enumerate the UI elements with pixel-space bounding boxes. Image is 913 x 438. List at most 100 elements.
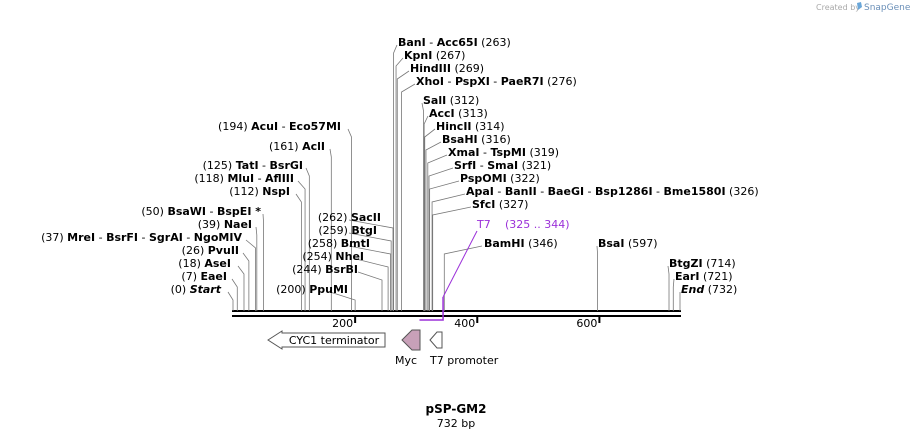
enzyme-label-btgZI[interactable]: BtgZI (714) xyxy=(669,257,736,270)
enzyme-label-aclI[interactable]: (161) AclI xyxy=(269,140,325,153)
cut-line-bsaWI xyxy=(262,213,264,311)
enzyme-label-banI[interactable]: BanI - Acc65I (263) xyxy=(398,36,511,49)
t7-primer-bar[interactable] xyxy=(419,297,444,321)
enzyme-label-part: HincII xyxy=(436,120,472,133)
enzyme-label-part: SmaI xyxy=(487,159,518,172)
enzyme-label-part: AccI xyxy=(429,107,455,120)
cut-line-xhoI xyxy=(401,83,416,311)
enzyme-label-part: BmtI xyxy=(341,237,370,250)
t7-primer-leader xyxy=(442,230,478,298)
enzyme-label-part: (721) xyxy=(699,270,732,283)
ruler-tick-label: 200 xyxy=(332,317,353,330)
cut-line-naeI xyxy=(255,226,258,311)
enzyme-label-part: (319) xyxy=(526,146,559,159)
enzyme-label-part: HindIII xyxy=(410,62,451,75)
enzyme-label-part: (244) xyxy=(292,263,325,276)
cut-line-hindIII xyxy=(396,70,410,311)
cut-line-apaI xyxy=(431,193,466,311)
cyc1-terminator-arrow[interactable] xyxy=(267,330,386,350)
enzyme-label-nspI[interactable]: (112) NspI xyxy=(229,185,290,198)
enzyme-label-sfcI[interactable]: SfcI (327) xyxy=(472,198,528,211)
cut-line-srfI xyxy=(428,167,454,311)
enzyme-label-part: (259) xyxy=(318,224,351,237)
enzyme-label-bmtI[interactable]: (258) BmtI xyxy=(308,237,370,250)
enzyme-label-ppuMI[interactable]: (200) PpuMI xyxy=(276,283,348,296)
enzyme-label-part: - xyxy=(584,185,595,198)
enzyme-label-part: - xyxy=(444,75,455,88)
enzyme-label-part: NgoMIV xyxy=(194,231,243,244)
enzyme-label-sacII[interactable]: (262) SacII xyxy=(318,211,381,224)
enzyme-label-part: - xyxy=(479,146,490,159)
enzyme-label-part: PspOMI xyxy=(460,172,507,185)
enzyme-label-part: (50) xyxy=(141,205,167,218)
enzyme-label-bamHI[interactable]: BamHI (346) xyxy=(484,237,558,250)
enzyme-label-part: (326) xyxy=(726,185,759,198)
enzyme-label-srfI[interactable]: SrfI - SmaI (321) xyxy=(454,159,551,172)
enzyme-label-part: - xyxy=(259,159,270,172)
enzyme-label-acuI[interactable]: (194) AcuI - Eco57MI xyxy=(218,120,341,133)
enzyme-label-part: (161) xyxy=(269,140,302,153)
plasmid-length: 732 bp xyxy=(437,417,475,430)
cut-line-sacII xyxy=(348,219,394,311)
enzyme-label-bsaWI[interactable]: (50) BsaWI - BspEI * xyxy=(141,205,261,218)
enzyme-label-part: SalI xyxy=(423,94,446,107)
cut-line-hincII xyxy=(424,128,436,311)
created-by-text: Created by xyxy=(816,3,860,12)
enzyme-label-part: (313) xyxy=(455,107,488,120)
enzyme-label-hincII[interactable]: HincII (314) xyxy=(436,120,505,133)
enzyme-label-part: (316) xyxy=(478,133,511,146)
enzyme-label-bsaI[interactable]: BsaI (597) xyxy=(598,237,658,250)
enzyme-label-part: (118) xyxy=(194,172,227,185)
enzyme-label-part: Acc65I xyxy=(437,36,478,49)
enzyme-label-part: (714) xyxy=(703,257,736,270)
enzyme-label-start[interactable]: (0) Start xyxy=(171,283,222,296)
enzyme-label-part: BsaI xyxy=(598,237,624,250)
cut-line-bsaI xyxy=(596,245,598,311)
enzyme-label-apaI[interactable]: ApaI - BanII - BaeGI - Bsp1286I - Bme158… xyxy=(466,185,759,198)
cut-line-start xyxy=(227,291,234,311)
enzyme-label-xmaI[interactable]: XmaI - TspMI (319) xyxy=(448,146,559,159)
myc-arrow[interactable] xyxy=(401,329,421,351)
cut-line-xmaI xyxy=(427,154,448,311)
enzyme-labels: BanI - Acc65I (263)KpnI (267)HindIII (26… xyxy=(41,36,759,296)
enzyme-label-bsaHI[interactable]: BsaHI (316) xyxy=(442,133,511,146)
enzyme-label-earI[interactable]: EarI (721) xyxy=(675,270,733,283)
enzyme-label-naeI[interactable]: (39) NaeI xyxy=(198,218,252,231)
enzyme-label-mluI[interactable]: (118) MluI - AflIII xyxy=(194,172,294,185)
enzyme-label-part: - xyxy=(476,159,487,172)
cut-line-acuI xyxy=(347,128,352,311)
enzyme-label-part: (322) xyxy=(507,172,540,185)
enzyme-label-kpnI[interactable]: KpnI (267) xyxy=(404,49,465,62)
enzyme-label-aseI[interactable]: (18) AseI xyxy=(178,257,231,270)
enzyme-label-part: SfcI xyxy=(472,198,495,211)
enzyme-label-salI[interactable]: SalI (312) xyxy=(423,94,479,107)
enzyme-label-part: (18) xyxy=(178,257,204,270)
enzyme-label-eaeI[interactable]: (7) EaeI xyxy=(181,270,227,283)
enzyme-label-tatI[interactable]: (125) TatI - BsrGI xyxy=(203,159,303,172)
enzyme-label-accI[interactable]: AccI (313) xyxy=(429,107,488,120)
enzyme-label-bsrBI[interactable]: (244) BsrBI xyxy=(292,263,358,276)
enzyme-label-part: SacII xyxy=(351,211,381,224)
enzyme-label-part: - xyxy=(206,205,217,218)
enzyme-label-part: (262) xyxy=(318,211,351,224)
enzyme-label-btgI[interactable]: (259) BtgI xyxy=(318,224,377,237)
enzyme-label-nheI[interactable]: (254) NheI xyxy=(302,250,364,263)
enzyme-label-mreI[interactable]: (37) MreI - BsrFI - SgrAI - NgoMIV xyxy=(41,231,242,244)
enzyme-label-xhoI[interactable]: XhoI - PspXI - PaeR7I (276) xyxy=(416,75,577,88)
enzyme-label-pspOMI[interactable]: PspOMI (322) xyxy=(460,172,540,185)
enzyme-label-hindIII[interactable]: HindIII (269) xyxy=(410,62,484,75)
enzyme-label-part: SgrAI xyxy=(149,231,183,244)
enzyme-label-part: XhoI xyxy=(416,75,444,88)
enzyme-label-part: BanII xyxy=(505,185,537,198)
ruler-tick-label: 400 xyxy=(454,317,475,330)
t7-primer-range: (325 .. 344) xyxy=(505,218,570,231)
enzyme-label-end[interactable]: End (732) xyxy=(681,283,737,296)
enzyme-label-part: (7) xyxy=(181,270,200,283)
enzyme-label-part: BsrGI xyxy=(270,159,303,172)
enzyme-label-pvuII[interactable]: (26) PvuII xyxy=(182,244,239,257)
cut-line-nheI xyxy=(355,258,389,311)
t7-promoter-arrow[interactable] xyxy=(429,331,443,349)
enzyme-label-part: (39) xyxy=(198,218,224,231)
